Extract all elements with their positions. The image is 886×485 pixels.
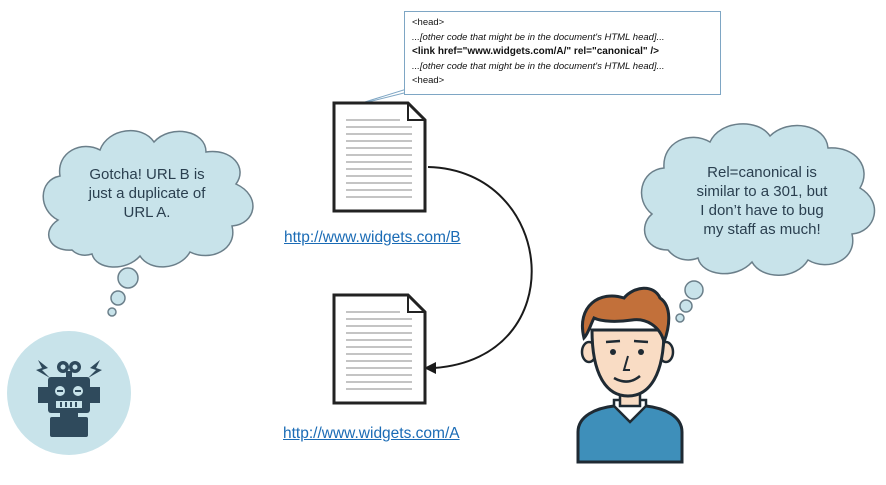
- document-b-icon: [334, 103, 425, 211]
- code-line-head-close: <head>: [412, 74, 720, 89]
- person-avatar: [578, 288, 682, 462]
- robot-thought-text: Gotcha! URL B is just a duplicate of URL…: [72, 165, 222, 222]
- code-line-other-2: ...[other code that might be in the docu…: [412, 60, 720, 75]
- robot-thought-line: URL A.: [72, 203, 222, 222]
- robot-icon: [7, 331, 131, 455]
- person-thought-line: my staff as much!: [672, 220, 852, 239]
- robot-thought-line: just a duplicate of: [72, 184, 222, 203]
- document-a-icon: [334, 295, 425, 403]
- robot-thought-cloud: [43, 131, 253, 316]
- code-line-canonical-link: <link href="www.widgets.com/A/" rel="can…: [412, 45, 720, 60]
- person-thought-line: similar to a 301, but: [672, 182, 852, 201]
- url-a-link[interactable]: http://www.widgets.com/A: [283, 425, 460, 443]
- robot-thought-line: Gotcha! URL B is: [72, 165, 222, 184]
- person-thought-line: Rel=canonical is: [672, 163, 852, 182]
- code-snippet-box: <head> ...[other code that might be in t…: [404, 11, 721, 95]
- curved-arrow: [424, 167, 532, 374]
- code-line-other-1: ...[other code that might be in the docu…: [412, 31, 720, 46]
- person-thought-text: Rel=canonical is similar to a 301, but I…: [672, 163, 852, 239]
- url-b-link[interactable]: http://www.widgets.com/B: [284, 229, 461, 247]
- code-line-head-open: <head>: [412, 16, 720, 31]
- person-thought-line: I don’t have to bug: [672, 201, 852, 220]
